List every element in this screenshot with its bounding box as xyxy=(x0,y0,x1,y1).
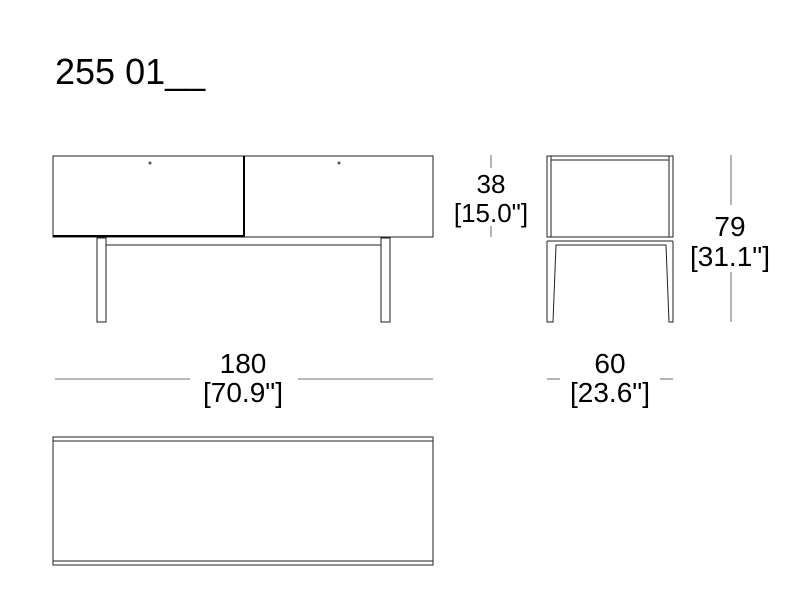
dimension-in: [31.1"] xyxy=(690,241,770,272)
product-code-title: 255 01__ xyxy=(55,51,206,92)
dimension-in: [70.9"] xyxy=(203,377,283,408)
dimension-cm: 60 xyxy=(594,348,625,379)
front-view xyxy=(52,155,434,323)
leg-left xyxy=(96,237,107,323)
dimension-cm: 38 xyxy=(477,169,506,199)
side-view xyxy=(546,155,674,323)
dimension-in: [23.6"] xyxy=(570,377,650,408)
leg-right xyxy=(380,237,391,323)
side-body xyxy=(546,155,674,238)
top-view xyxy=(52,436,434,566)
dimension-cm: 79 xyxy=(714,211,745,242)
dimension-seat-height: 38 [15.0"] xyxy=(454,155,528,237)
dimension-total-height: 79 [31.1"] xyxy=(690,155,770,322)
dimension-cm: 180 xyxy=(220,348,267,379)
dimension-depth: 60 [23.6"] xyxy=(547,348,673,408)
side-legs xyxy=(546,241,674,323)
top-surface xyxy=(52,436,434,566)
dimension-width: 180 [70.9"] xyxy=(55,348,433,408)
knob-right xyxy=(337,161,341,165)
dimension-in: [15.0"] xyxy=(454,198,528,228)
knob-left xyxy=(148,161,152,165)
